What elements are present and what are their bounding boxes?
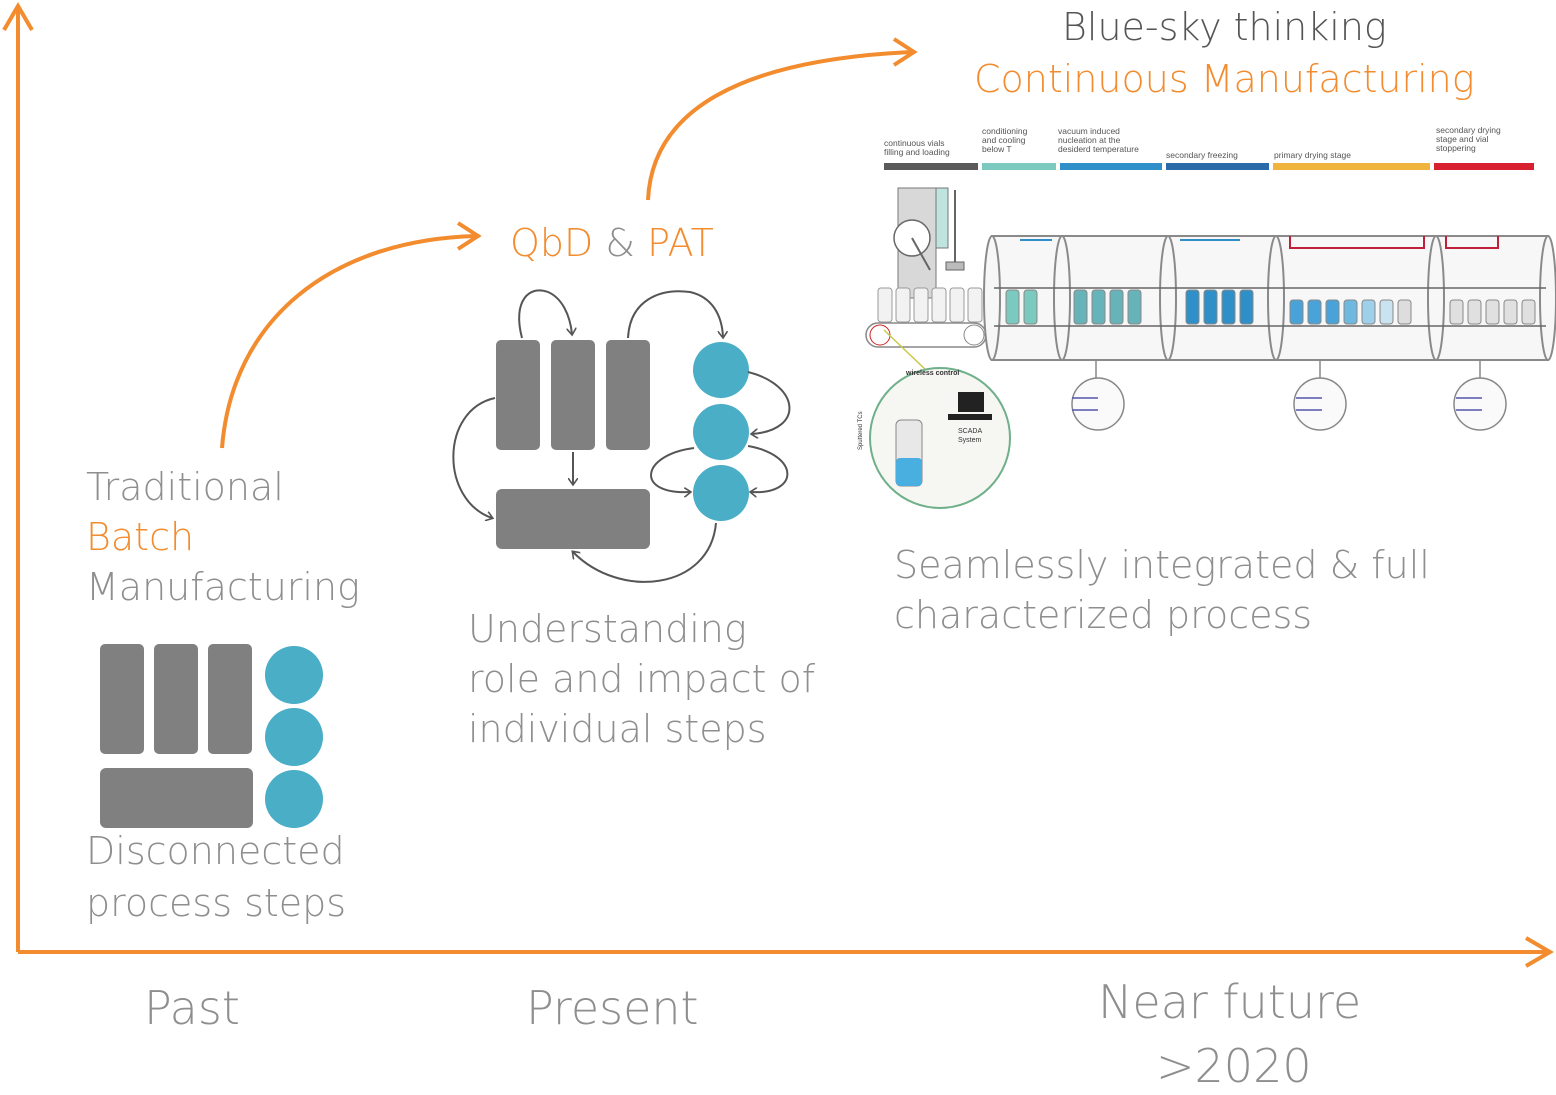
stage-bar: [884, 163, 978, 170]
inset-sputtered-label: Sputtered TCs: [858, 411, 864, 450]
process-block: [100, 768, 253, 828]
stage-label-conditioning: conditioning and cooling below T: [982, 126, 1028, 154]
y-axis: [2, 2, 34, 952]
process-block: [606, 340, 650, 450]
stage-bar: [982, 163, 1056, 170]
axis-label-past: Past: [144, 981, 240, 1035]
present-caption-line1: Understanding: [468, 607, 747, 651]
wireless-control-inset: [869, 329, 1011, 509]
stage-bar: [1434, 163, 1534, 170]
inset-scada-line2: System: [958, 437, 982, 444]
inset-scada-line1: SCADA: [958, 428, 983, 435]
process-block: [551, 340, 595, 450]
future-caption-line1: Seamlessly integrated & full: [894, 543, 1430, 587]
progress-arrow-past-to-present: [220, 221, 482, 449]
progress-arrow-present-to-future: [646, 37, 918, 201]
process-circle: [693, 404, 749, 460]
present-heading: QbD & PAT: [510, 218, 714, 268]
present-caption-line3: individual steps: [468, 707, 767, 751]
inset-wireless-label: wireless control: [906, 370, 960, 377]
process-chamber: [983, 235, 1556, 361]
past-title-line3: Manufacturing: [86, 565, 360, 609]
past-title-line2: Batch: [86, 515, 195, 559]
process-block: [496, 489, 650, 549]
stage-label-secondary-drying: secondary drying stage and vial stopperi…: [1436, 125, 1501, 153]
past-title-line1: Traditional: [86, 465, 284, 509]
process-circle: [265, 646, 323, 704]
stage-bar: [1060, 163, 1162, 170]
axis-label-present: Present: [526, 981, 699, 1035]
future-caption-line2: characterized process: [894, 593, 1313, 637]
process-block: [496, 340, 540, 450]
process-block: [154, 644, 198, 754]
axis-label-year: >2020: [1156, 1039, 1312, 1093]
process-circle: [693, 342, 749, 398]
process-block: [208, 644, 252, 754]
process-circle: [693, 465, 749, 521]
stage-label-primary-drying: primary drying stage: [1274, 150, 1352, 160]
qbd-label: QbD: [510, 221, 594, 265]
process-block: [100, 644, 144, 754]
past-block-diagram: [100, 644, 323, 828]
stage-bar: [1273, 163, 1430, 170]
stage-bar: [1166, 163, 1269, 170]
present-caption-line2: role and impact of: [468, 657, 816, 701]
process-circle: [265, 708, 323, 766]
past-caption-line1: Disconnected: [86, 829, 345, 873]
stage-label-nucleation: vacuum induced nucleation at the desider…: [1058, 126, 1139, 154]
process-circle: [265, 770, 323, 828]
future-heading-line2: Continuous Manufacturing: [974, 57, 1475, 101]
pat-label: PAT: [647, 221, 714, 265]
stage-label-filling: continuous vials filling and loading: [884, 138, 950, 157]
future-heading-line1: Blue-sky thinking: [1062, 5, 1387, 49]
present-block-diagram: [452, 289, 791, 583]
ampersand-label: &: [605, 221, 636, 265]
x-axis: [18, 936, 1554, 968]
continuous-manufacturing-illustration: [865, 163, 1556, 509]
stage-label-secondary-freezing: secondary freezing: [1166, 150, 1238, 160]
past-caption-line2: process steps: [86, 881, 347, 925]
axis-label-near-future: Near future: [1098, 975, 1362, 1029]
